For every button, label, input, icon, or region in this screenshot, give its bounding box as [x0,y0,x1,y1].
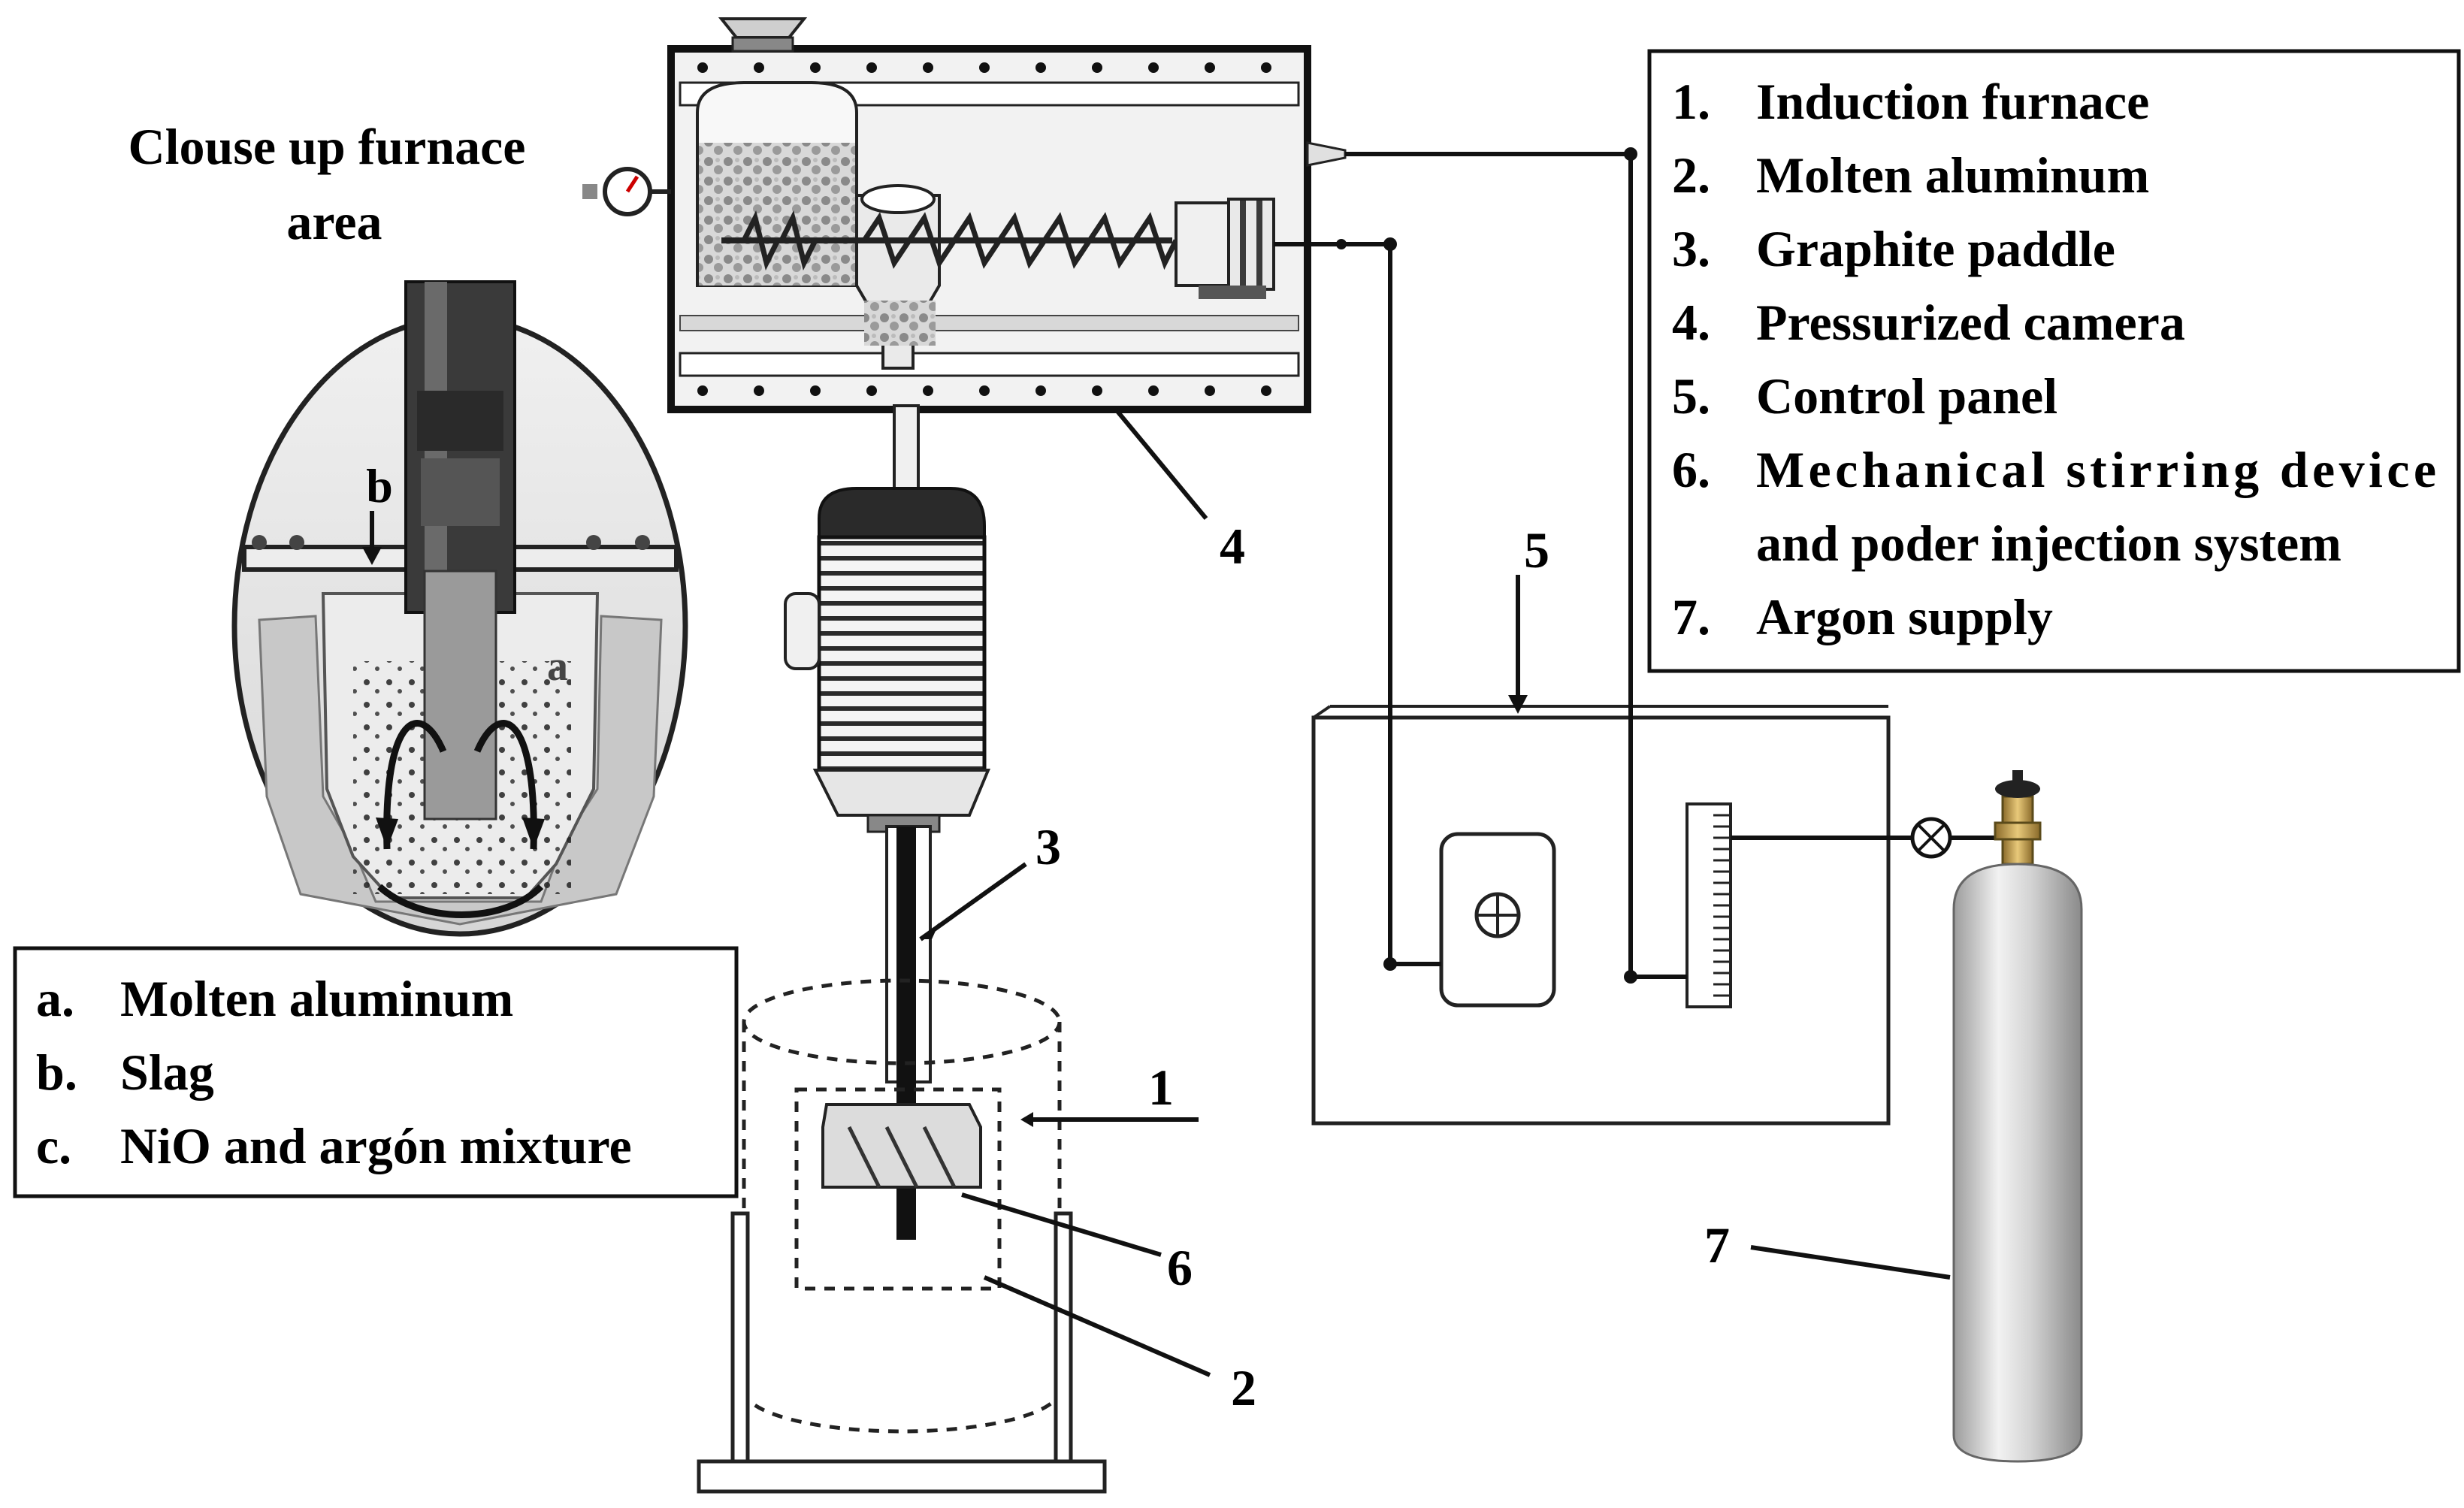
callout-1: 1 [1148,1059,1174,1116]
stirring-motor [784,404,990,833]
valve-icon [1910,817,1952,859]
legend-closeup-item: c. NiO and argón mixture [36,1117,632,1174]
legend-main-num: 2. [1672,147,1710,204]
legend-main-item: 6. Mechanical stirring device and poder … [1672,441,2436,572]
callout-2: 2 [1231,1359,1256,1416]
legend-closeup-num: c. [36,1117,71,1174]
closeup-label-b: b [366,459,393,512]
pressurized-camera [582,17,1347,413]
callout-4: 4 [1220,518,1245,575]
legend-main-text: Pressurized camera [1756,294,2185,351]
legend-main-text: Mechanical stirring device [1756,441,2436,498]
legend-closeup-text: Slag [120,1044,214,1101]
graphite-paddle [821,825,982,1240]
legend-main-text: Induction furnace [1756,73,2149,130]
closeup-furnace-view: b a [231,280,688,937]
legend-closeup-text: Molten aluminum [120,970,513,1027]
legend-main-item: 5. Control panel [1672,367,2057,425]
legend-main-item: 7. Argon supply [1672,588,2053,645]
legend-main-text: Control panel [1756,367,2057,425]
legend-main-item: 1. Induction furnace [1672,73,2149,130]
legend-main-num: 6. [1672,441,1710,498]
legend-closeup-text: NiO and argón mixture [120,1117,632,1174]
piping [1274,152,1999,979]
closeup-label-a: a [547,643,568,690]
control-panel [1311,705,1891,1126]
legend-closeup: a. Molten aluminum b. Slag c. NiO and ar… [13,946,739,1198]
legend-main-text-cont: and poder injection system [1756,515,2342,572]
legend-main-num: 3. [1672,220,1710,277]
callout-lines [919,408,1951,1377]
legend-main-item: 2. Molten aluminum [1672,147,2149,204]
induction-furnace [742,978,1062,1434]
callout-3: 3 [1035,818,1061,875]
legend-closeup-item: b. Slag [36,1044,214,1101]
legend-main-num: 1. [1672,73,1710,130]
legend-main-num: 7. [1672,588,1710,645]
legend-main-item: 4. Pressurized camera [1672,294,2185,351]
furnace-stand [697,1211,1107,1494]
legend-main-text: Molten aluminum [1756,147,2149,204]
feeder-motor [1175,198,1275,299]
legend-main-num: 5. [1672,367,1710,425]
legend-main-item: 3. Graphite paddle [1672,220,2115,277]
callout-7: 7 [1704,1216,1730,1274]
closeup-title-line1: Clouse up furnace [128,118,526,175]
legend-main: 1. Induction furnace 2. Molten aluminum … [1647,49,2461,673]
argon-cylinder [1952,770,2083,1463]
closeup-title-line2: area [286,193,382,250]
legend-main-text: Graphite paddle [1756,220,2115,277]
legend-closeup-num: a. [36,970,74,1027]
callout-5: 5 [1524,521,1549,579]
callout-6: 6 [1167,1239,1193,1296]
impeller-head [821,1103,982,1189]
legend-closeup-item: a. Molten aluminum [36,970,513,1027]
crucible-molten-aluminum [794,1087,1002,1291]
legend-main-text: Argon supply [1756,588,2053,645]
legend-main-num: 4. [1672,294,1710,351]
pressure-gauge-icon [582,167,671,216]
legend-closeup-num: b. [36,1044,77,1101]
